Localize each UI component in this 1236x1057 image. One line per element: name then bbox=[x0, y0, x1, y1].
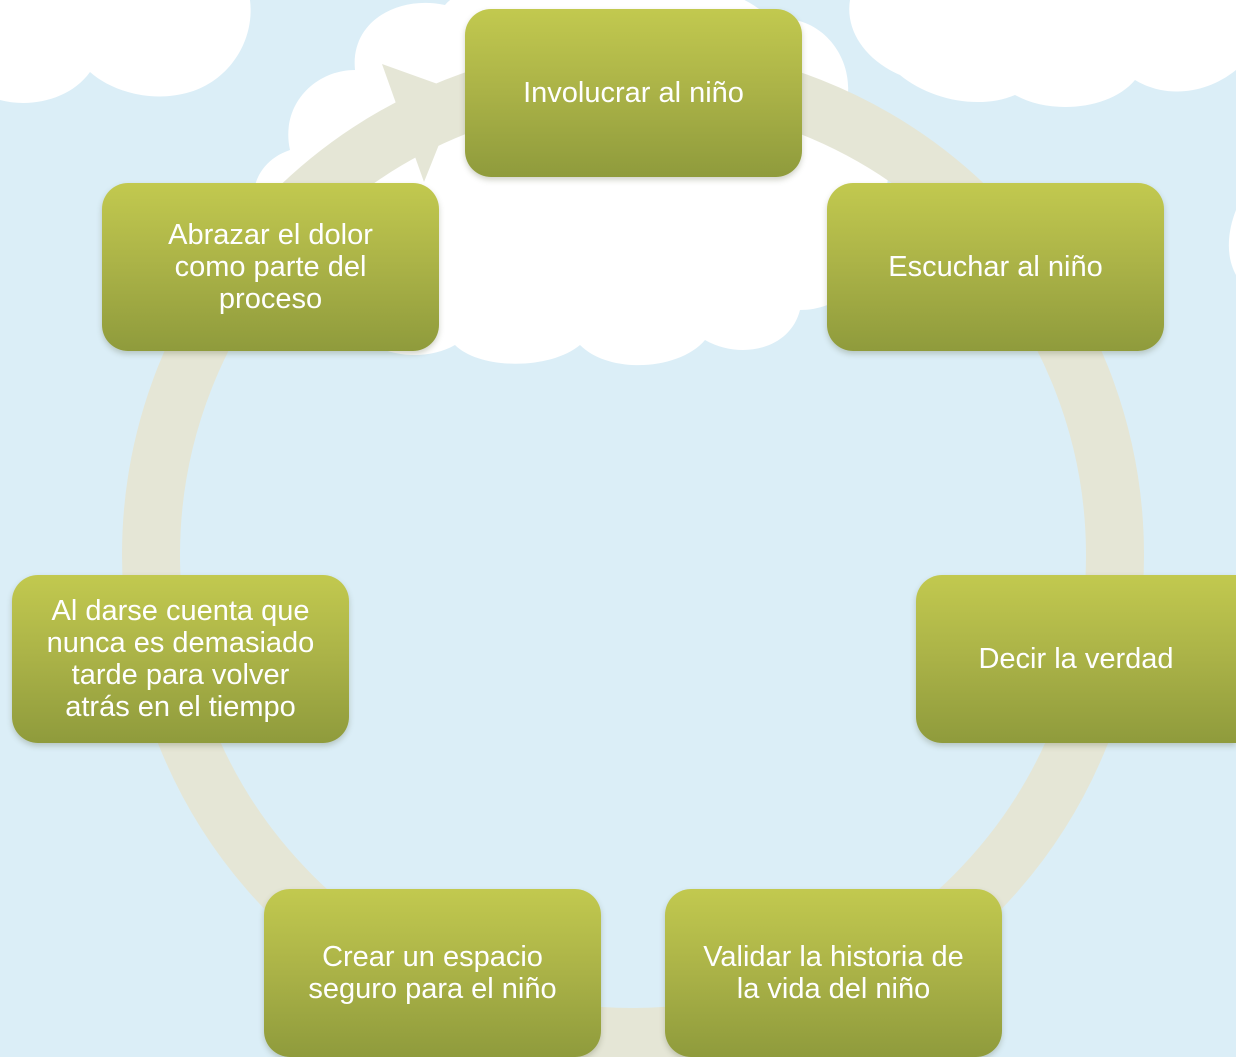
node-safe-space: Crear un espacio seguro para el niño bbox=[264, 889, 601, 1057]
node-never-late: Al darse cuenta que nunca es demasiado t… bbox=[12, 575, 349, 743]
node-listen: Escuchar al niño bbox=[827, 183, 1164, 351]
node-label: Escuchar al niño bbox=[888, 251, 1103, 283]
node-involve: Involucrar al niño bbox=[465, 9, 802, 177]
node-label: Validar la historia de la vida del niño bbox=[703, 941, 964, 1005]
cycle-arrowhead bbox=[382, 64, 460, 182]
node-truth: Decir la verdad bbox=[916, 575, 1236, 743]
node-embrace-pain: Abrazar el dolor como parte del proceso bbox=[102, 183, 439, 351]
node-label: Al darse cuenta que nunca es demasiado t… bbox=[46, 595, 315, 723]
node-validate: Validar la historia de la vida del niño bbox=[665, 889, 1002, 1057]
node-label: Crear un espacio seguro para el niño bbox=[308, 941, 557, 1005]
node-label: Abrazar el dolor como parte del proceso bbox=[168, 219, 373, 315]
node-label: Decir la verdad bbox=[978, 643, 1174, 675]
node-label: Involucrar al niño bbox=[523, 77, 744, 109]
